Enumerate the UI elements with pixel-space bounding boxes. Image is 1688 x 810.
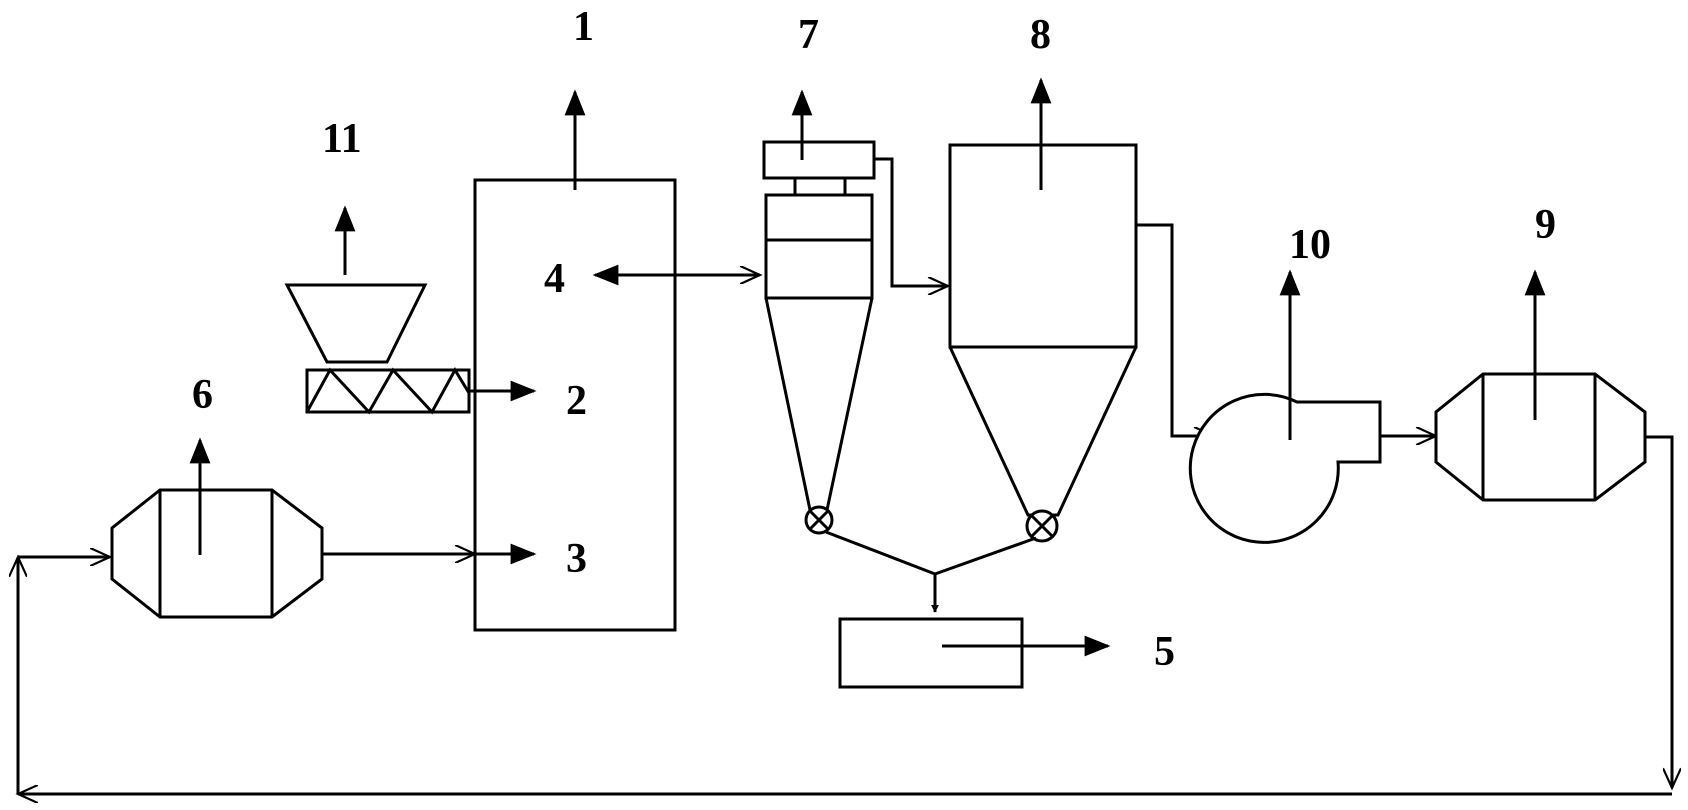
product-bin [838,617,1111,689]
heater-left [110,437,324,619]
label-hopper: 11 [322,116,362,162]
blower [1188,269,1382,544]
cyclone-to-filter-line [874,157,948,286]
label-filter: 8 [1030,12,1051,58]
screw-feeder [305,367,537,415]
label-screw-feed: 2 [566,378,587,424]
label-cyclone: 7 [798,12,819,58]
cyclone [762,89,876,535]
heater-right [1434,269,1647,502]
recycle-loop [18,435,1672,794]
label-gas-inlet: 3 [566,536,587,582]
filter-to-blower-line [1136,223,1214,436]
label-outlet: 4 [544,256,565,302]
filter [948,77,1138,543]
label-heater-right: 9 [1535,202,1556,248]
label-reactor: 1 [573,4,594,50]
label-blower: 10 [1289,222,1331,268]
hopper [284,205,428,364]
discharge-lines [825,530,1037,613]
label-heater-left: 6 [192,372,213,418]
label-product-bin: 5 [1154,629,1175,675]
